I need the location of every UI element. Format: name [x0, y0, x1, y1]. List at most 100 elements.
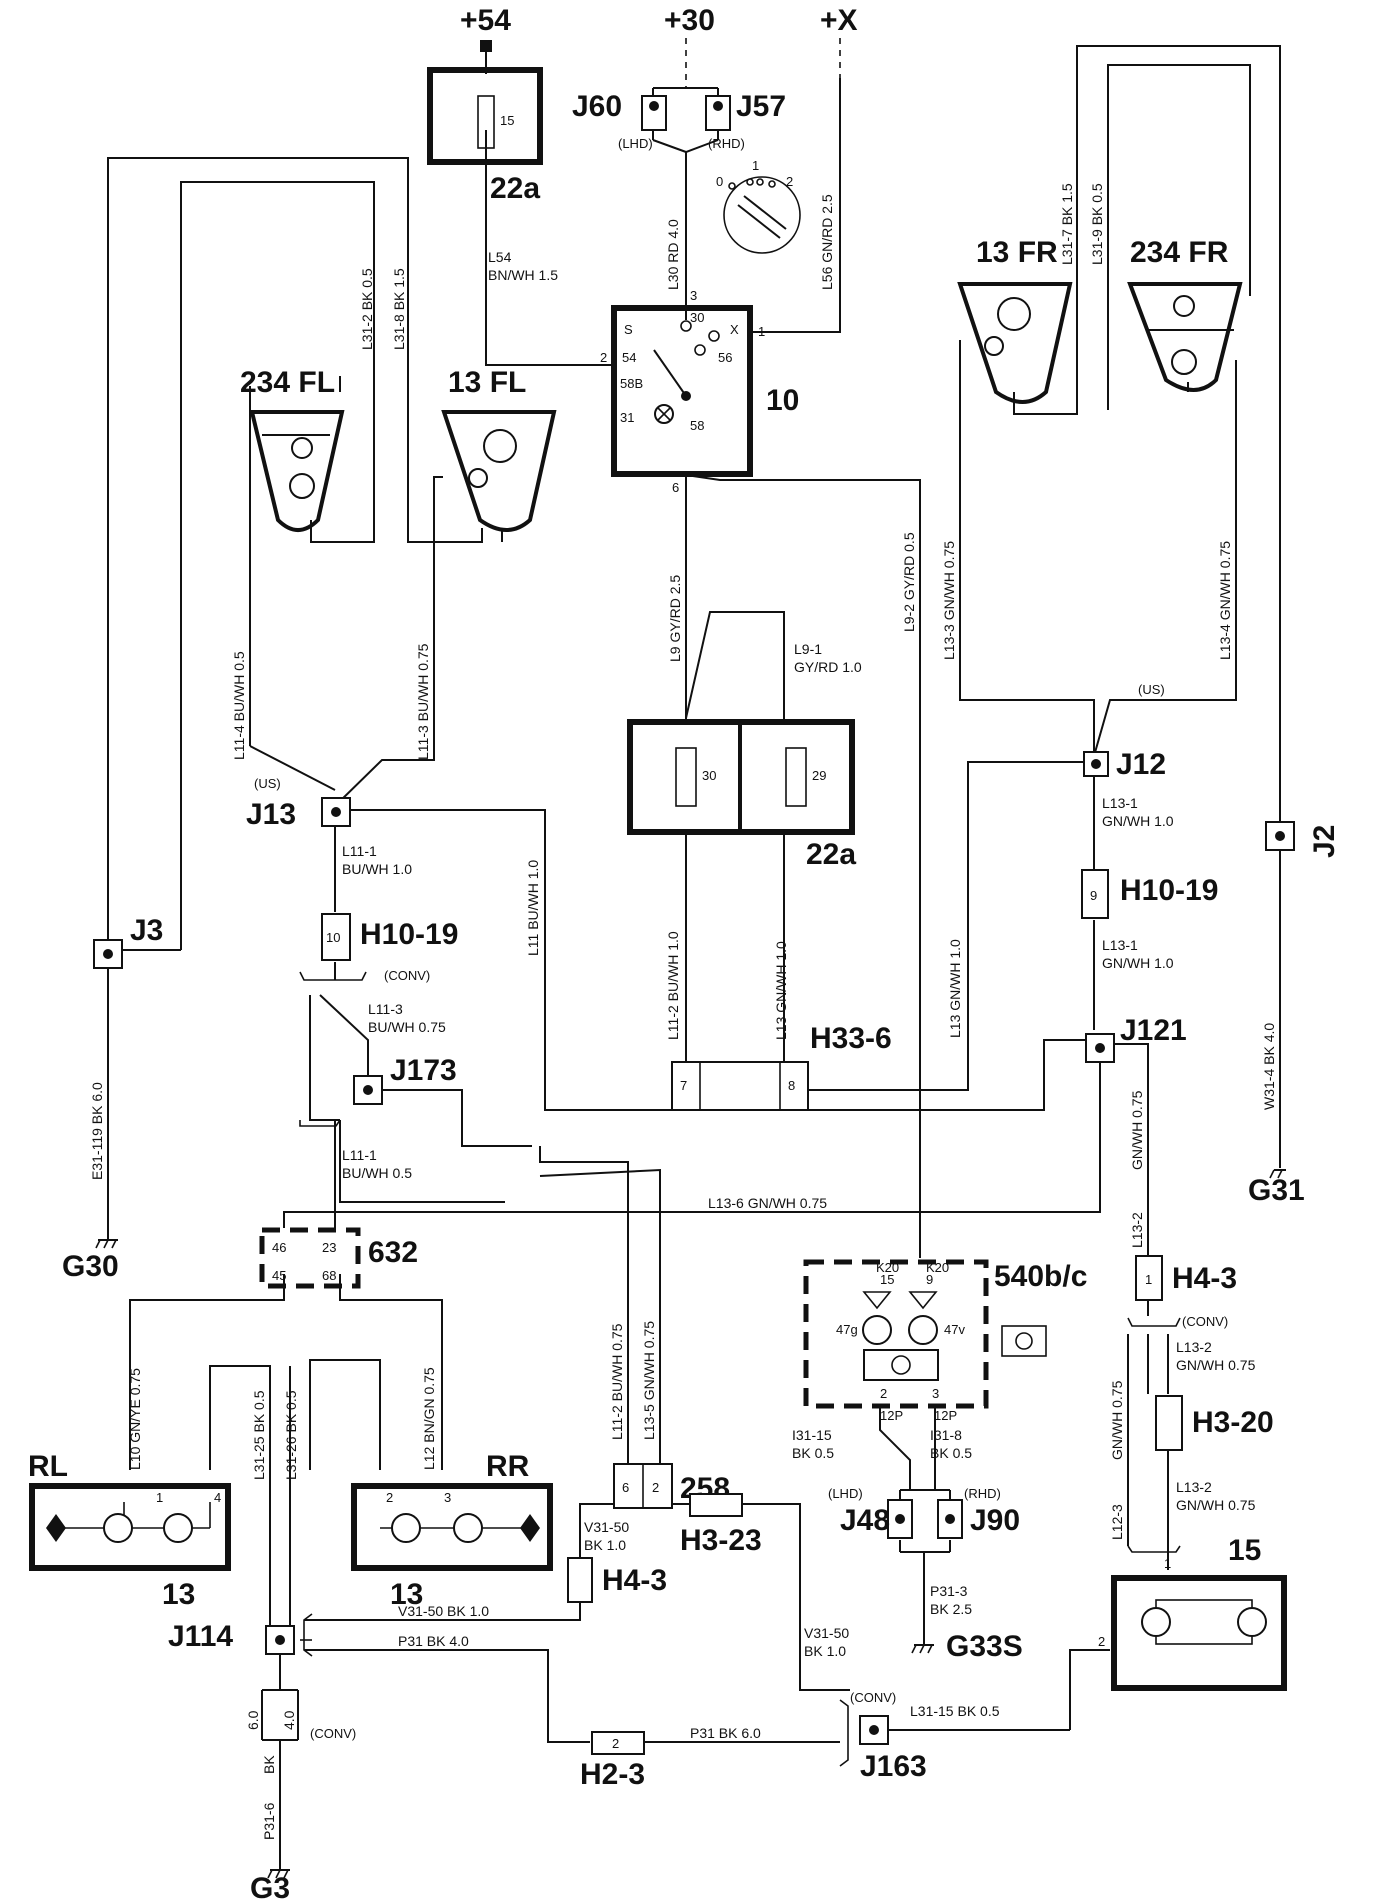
svg-text:P31 BK 6.0: P31 BK 6.0 — [690, 1725, 761, 1741]
svg-text:L31-26 BK 0.5: L31-26 BK 0.5 — [283, 1390, 299, 1480]
junction-j3: J3 — [93, 914, 163, 969]
svg-text:1: 1 — [1145, 1272, 1152, 1287]
switch-10-label: 10 — [766, 384, 799, 417]
svg-text:2: 2 — [612, 1736, 619, 1751]
svg-text:L13 GN/WH 1.0: L13 GN/WH 1.0 — [773, 941, 789, 1040]
svg-text:J114: J114 — [168, 1620, 233, 1653]
svg-text:GY/RD 1.0: GY/RD 1.0 — [794, 659, 862, 675]
light-switch-knob-icon: 1 0 2 — [716, 158, 801, 254]
svg-text:I31-8: I31-8 — [930, 1427, 962, 1443]
lamp-13fl: 13 FL — [441, 366, 557, 532]
svg-text:15: 15 — [1228, 1534, 1261, 1567]
svg-text:L31-7 BK 1.5: L31-7 BK 1.5 — [1059, 183, 1075, 265]
svg-text:L13-2: L13-2 — [1129, 1212, 1145, 1248]
svg-text:L13-2: L13-2 — [1176, 1479, 1212, 1495]
svg-text:P31 BK 4.0: P31 BK 4.0 — [398, 1633, 469, 1649]
svg-text:J121: J121 — [1120, 1014, 1187, 1047]
svg-text:BU/WH 1.0: BU/WH 1.0 — [342, 861, 412, 877]
svg-text:V31-50: V31-50 — [804, 1625, 849, 1641]
svg-text:BK 2.5: BK 2.5 — [930, 1601, 972, 1617]
svg-text:BK 0.5: BK 0.5 — [930, 1445, 972, 1461]
svg-text:2: 2 — [786, 174, 793, 189]
svg-text:(US): (US) — [254, 776, 281, 791]
svg-text:H33-6: H33-6 — [810, 1022, 892, 1055]
svg-text:54: 54 — [622, 350, 636, 365]
svg-text:J173: J173 — [390, 1054, 457, 1087]
svg-text:58B: 58B — [620, 376, 643, 391]
svg-text:BU/WH 0.75: BU/WH 0.75 — [368, 1019, 446, 1035]
svg-text:4.0: 4.0 — [281, 1710, 297, 1730]
svg-text:4: 4 — [214, 1490, 221, 1505]
connector-h3-23: H3-23 — [680, 1493, 762, 1557]
svg-text:56: 56 — [718, 350, 732, 365]
svg-text:L11-4 BU/WH 0.5: L11-4 BU/WH 0.5 — [231, 651, 247, 760]
svg-text:P31-6: P31-6 — [261, 1802, 277, 1840]
svg-text:L11-3: L11-3 — [368, 1001, 403, 1017]
svg-text:31: 31 — [620, 410, 634, 425]
svg-text:29: 29 — [812, 768, 826, 783]
svg-text:68: 68 — [322, 1268, 336, 1283]
svg-text:1: 1 — [156, 1490, 163, 1505]
svg-text:J3: J3 — [130, 914, 163, 947]
svg-text:L31-15 BK 0.5: L31-15 BK 0.5 — [910, 1703, 1000, 1719]
svg-text:H3-20: H3-20 — [1192, 1406, 1274, 1439]
svg-text:GN/WH 0.75: GN/WH 0.75 — [1129, 1090, 1145, 1170]
svg-text:V31-50 BK 1.0: V31-50 BK 1.0 — [398, 1603, 489, 1619]
svg-text:G33S: G33S — [946, 1630, 1023, 1663]
connector-j48: J48 (LHD) — [828, 1486, 913, 1539]
svg-text:L13-5 GN/WH 0.75: L13-5 GN/WH 0.75 — [641, 1321, 657, 1440]
svg-text:2: 2 — [1098, 1634, 1105, 1649]
svg-text:L31-2 BK 0.5: L31-2 BK 0.5 — [359, 268, 375, 350]
svg-text:(RHD): (RHD) — [964, 1486, 1001, 1501]
junction-j12: J12 (US) — [1083, 682, 1166, 781]
svg-text:I31-15: I31-15 — [792, 1427, 832, 1443]
junction-j173: J173 — [353, 1054, 457, 1105]
svg-text:L31-25 BK 0.5: L31-25 BK 0.5 — [251, 1390, 267, 1480]
svg-text:6: 6 — [622, 1480, 629, 1495]
junction-j2: J2 — [1265, 821, 1341, 858]
svg-text:J48: J48 — [840, 1504, 890, 1537]
junction-j121: J121 — [1085, 1014, 1187, 1063]
junction-j114: J114 — [168, 1620, 295, 1655]
svg-text:G3: G3 — [250, 1872, 290, 1900]
svg-text:540b/c: 540b/c — [994, 1260, 1087, 1293]
svg-text:7: 7 — [680, 1078, 687, 1093]
svg-text:GN/WH 0.75: GN/WH 0.75 — [1109, 1380, 1125, 1460]
svg-text:1: 1 — [1164, 1556, 1171, 1571]
svg-text:L12 BN/GN 0.75: L12 BN/GN 0.75 — [421, 1367, 437, 1470]
svg-text:BU/WH 0.5: BU/WH 0.5 — [342, 1165, 412, 1181]
svg-text:1: 1 — [752, 158, 759, 173]
svg-text:15: 15 — [880, 1272, 894, 1287]
svg-text:H10-19: H10-19 — [1120, 874, 1218, 907]
junction-j13: J13 (US) — [246, 776, 351, 831]
svg-text:2: 2 — [880, 1386, 887, 1401]
svg-text:G31: G31 — [1248, 1174, 1305, 1207]
connector-632: 46 23 45 68 632 — [259, 1227, 418, 1289]
svg-text:J57: J57 — [736, 90, 786, 123]
connector-h10-19-right: 9 H10-19 — [1081, 869, 1218, 919]
fuse-box-22a-top: 15 22a — [427, 67, 543, 205]
svg-text:L31-9 BK 0.5: L31-9 BK 0.5 — [1089, 183, 1105, 265]
svg-text:L56 GN/RD 2.5: L56 GN/RD 2.5 — [819, 194, 835, 290]
svg-text:L11 BU/WH 1.0: L11 BU/WH 1.0 — [525, 860, 541, 956]
svg-text:L13-1: L13-1 — [1102, 795, 1138, 811]
fuse-15-label: 15 — [500, 113, 514, 128]
svg-text:13 FR: 13 FR — [976, 236, 1058, 269]
svg-text:GN/WH 1.0: GN/WH 1.0 — [1102, 813, 1174, 829]
svg-text:GN/WH 1.0: GN/WH 1.0 — [1102, 955, 1174, 971]
rhd-top: (RHD) — [708, 136, 745, 151]
light-switch-10: S 30 X 54 56 58B 31 58 3 1 2 6 10 — [600, 288, 799, 495]
wires — [107, 38, 1286, 1870]
conv-label-1: (CONV) — [384, 968, 430, 983]
svg-text:13: 13 — [390, 1578, 423, 1611]
svg-text:234 FL: 234 FL — [240, 366, 335, 399]
svg-text:L11-1: L11-1 — [342, 1147, 377, 1163]
svg-text:J13: J13 — [246, 798, 296, 831]
fuse-box-22a-label: 22a — [490, 172, 540, 205]
svg-text:L11-3 BU/WH 0.75: L11-3 BU/WH 0.75 — [415, 643, 431, 760]
junction-j163: J163 — [859, 1715, 927, 1783]
svg-text:6: 6 — [672, 480, 679, 495]
svg-text:2: 2 — [652, 1480, 659, 1495]
connector-j57: J57 — [705, 90, 786, 131]
svg-text:L9-1: L9-1 — [794, 641, 822, 657]
